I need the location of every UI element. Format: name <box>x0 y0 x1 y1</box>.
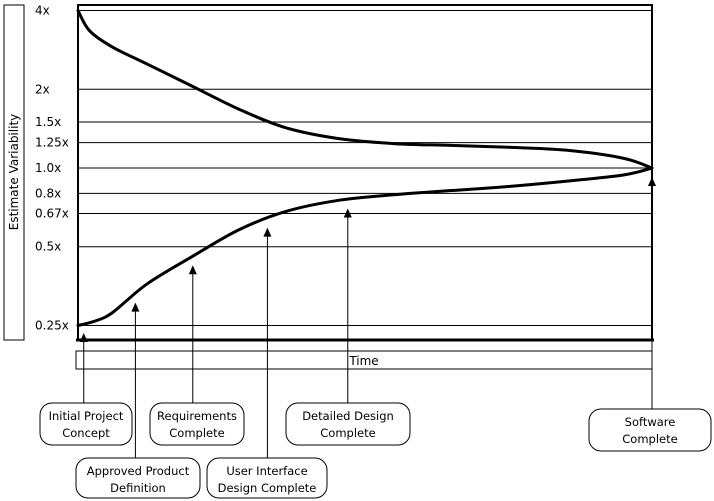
lower-bound-line <box>76 166 654 327</box>
y-tick-label: 1.5x <box>35 115 61 129</box>
milestone-box <box>588 408 712 452</box>
milestone-label: Requirements <box>157 409 237 423</box>
milestone-box <box>75 457 201 499</box>
milestone-arrowhead <box>263 227 272 237</box>
gridlines <box>78 10 652 326</box>
series-lines <box>76 9 654 327</box>
x-axis-title: Time <box>348 354 378 368</box>
y-tick-label: 1.25x <box>35 136 69 150</box>
y-tick-label: 2x <box>35 82 50 96</box>
milestone-box <box>39 402 133 446</box>
milestone-arrowhead <box>343 208 352 218</box>
y-tick-label: 0.25x <box>35 318 69 332</box>
milestone-label: Software <box>625 415 676 429</box>
milestone-label: Complete <box>169 426 224 440</box>
milestone-box <box>149 402 245 446</box>
milestone-label: Design Complete <box>218 481 317 495</box>
y-tick-labels: 4x 2x 1.5x 1.25x 1.0x 0.8x 0.67x 0.5x 0.25x <box>35 4 69 333</box>
y-tick-label: 0.5x <box>35 240 61 254</box>
milestone-arrowhead <box>648 177 656 187</box>
milestone-arrowhead <box>79 332 88 342</box>
milestone-label: User Interface <box>226 464 307 478</box>
milestone-box <box>206 457 328 499</box>
milestone-label: Definition <box>110 481 166 495</box>
milestone-label: Complete <box>320 426 375 440</box>
milestone-box <box>285 402 411 446</box>
plot-frame <box>77 4 653 341</box>
y-tick-label: 4x <box>35 4 50 18</box>
milestone-arrowhead <box>188 265 197 275</box>
milestone-label: Detailed Design <box>302 409 394 423</box>
y-axis-title-box <box>3 4 25 341</box>
milestone-arrowhead <box>131 302 140 312</box>
upper-bound-line <box>76 9 654 170</box>
milestone-label: Approved Product <box>87 464 190 478</box>
milestone-label: Concept <box>62 426 110 440</box>
y-tick-label: 1.0x <box>35 161 61 175</box>
y-tick-label: 0.8x <box>35 186 61 200</box>
y-axis-title: Estimate Variability <box>7 114 21 231</box>
milestone-label: Complete <box>622 432 677 446</box>
milestone-label: Initial Project <box>49 409 124 423</box>
y-tick-label: 0.67x <box>35 207 69 221</box>
